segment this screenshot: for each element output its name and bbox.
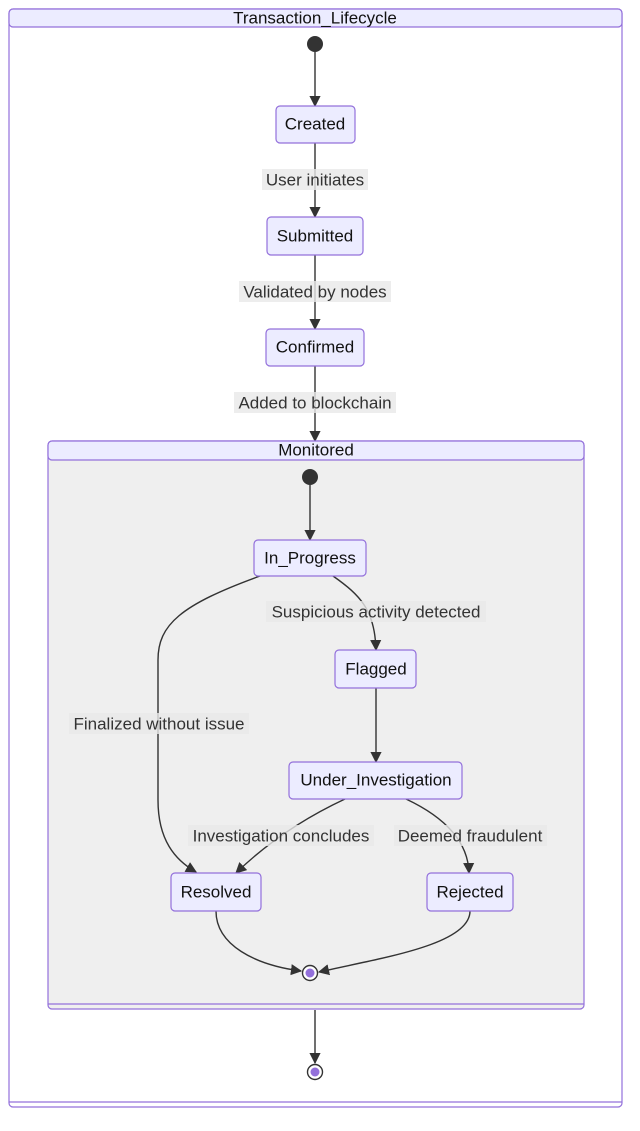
label-validated-text: Validated by nodes — [243, 283, 386, 302]
state-in-progress-box — [253, 539, 367, 577]
label-finalized-text: Finalized without issue — [73, 715, 244, 734]
label-concludes-text: Investigation concludes — [193, 827, 370, 846]
state-created[interactable]: Created — [275, 105, 356, 144]
monitored-frame-title: Monitored — [278, 441, 354, 460]
outer-end-node — [306, 1063, 324, 1081]
state-submitted[interactable]: Submitted — [266, 216, 364, 256]
state-flagged[interactable]: Flagged — [334, 649, 417, 689]
state-rejected[interactable]: Rejected — [426, 872, 514, 912]
edge-progress-resolved — [157, 575, 261, 873]
outer-end-dot — [310, 1067, 320, 1077]
label-suspicious: Suspicious activity detected — [266, 601, 486, 622]
state-under-investigation-box — [288, 761, 463, 800]
state-confirmed[interactable]: Confirmed — [265, 328, 365, 367]
label-finalized: Finalized without issue — [69, 713, 249, 734]
state-in-progress-label: In_Progress — [264, 549, 356, 568]
outer-start-node — [307, 36, 323, 52]
state-under-investigation-label: Under_Investigation — [300, 771, 451, 790]
state-in-progress[interactable]: In_Progress — [253, 539, 367, 577]
label-fraudulent-text: Deemed fraudulent — [398, 827, 543, 846]
state-confirmed-box — [265, 328, 365, 367]
label-fraudulent-bg — [394, 825, 547, 846]
label-concludes-bg — [188, 825, 374, 846]
label-finalized-bg — [69, 713, 249, 734]
monitored-composite: Monitored — [47, 440, 585, 1010]
state-flagged-box — [334, 649, 417, 689]
label-investigation-concludes: Investigation concludes — [188, 825, 374, 846]
state-created-label: Created — [285, 115, 345, 134]
label-deemed-fraudulent: Deemed fraudulent — [394, 825, 547, 846]
state-resolved-label: Resolved — [181, 883, 252, 902]
outer-frame-title: Transaction_Lifecycle — [233, 9, 397, 28]
inner-end-node — [301, 964, 319, 982]
inner-end-dot — [305, 968, 315, 978]
state-resolved-box — [170, 872, 262, 912]
label-validated-by-nodes: Validated by nodes — [239, 281, 391, 302]
label-user-initiates: User initiates — [262, 169, 368, 190]
label-added-to-blockchain: Added to blockchain — [234, 392, 396, 413]
inner-start-node — [302, 469, 318, 485]
state-resolved[interactable]: Resolved — [170, 872, 262, 912]
outer-frame-header — [8, 8, 623, 28]
edge-resolved-end — [215, 910, 303, 976]
label-added-text: Added to blockchain — [238, 394, 391, 413]
state-confirmed-label: Confirmed — [276, 338, 354, 357]
state-flagged-label: Flagged — [345, 660, 406, 679]
state-created-box — [275, 105, 356, 144]
label-user-initiates-text: User initiates — [266, 171, 364, 190]
state-under-investigation[interactable]: Under_Investigation — [288, 761, 463, 800]
state-rejected-box — [426, 872, 514, 912]
edge-rejected-end — [317, 910, 471, 976]
label-user-initiates-bg — [262, 169, 368, 190]
state-rejected-label: Rejected — [436, 883, 503, 902]
state-submitted-box — [266, 216, 364, 256]
label-suspicious-bg — [266, 601, 486, 622]
label-suspicious-text: Suspicious activity detected — [272, 603, 481, 622]
label-added-bg — [234, 392, 396, 413]
label-validated-bg — [239, 281, 391, 302]
monitored-frame-header — [47, 440, 585, 461]
state-submitted-label: Submitted — [277, 227, 354, 246]
